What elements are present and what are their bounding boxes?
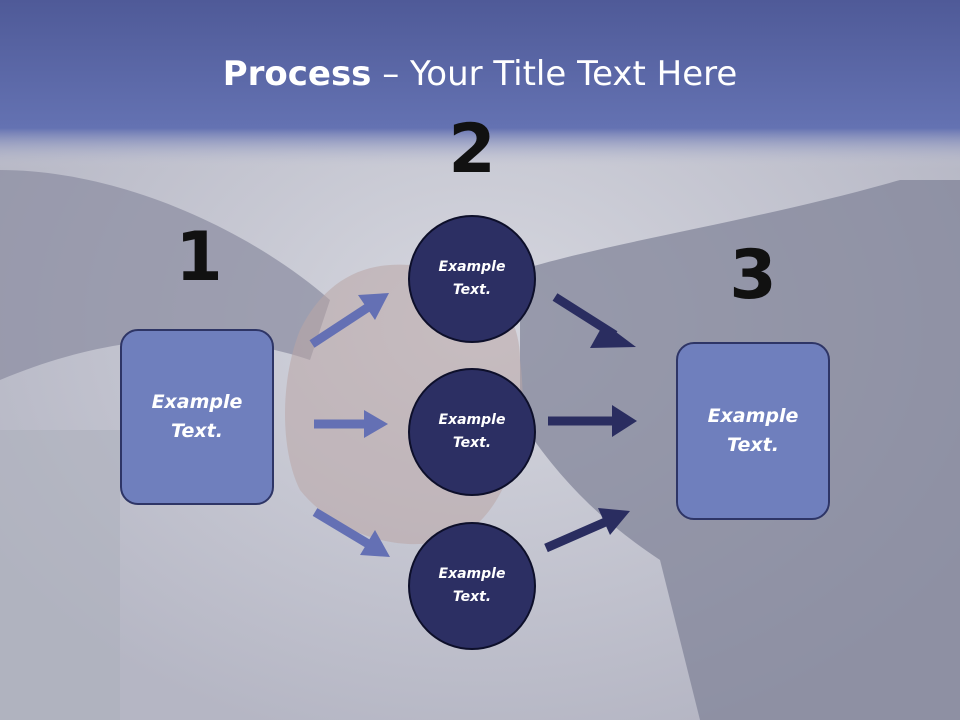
arrow-right-middle (548, 405, 637, 437)
step-number-3: 3 (729, 236, 777, 315)
arrow-left-up (309, 293, 389, 348)
arrow-right-down (552, 293, 636, 348)
arrow-right-up (544, 508, 630, 553)
title-rest: – Your Title Text Here (371, 54, 738, 94)
arrow-left-down (312, 508, 390, 557)
step-number-2: 2 (448, 110, 496, 189)
left-box-label: Example Text. (151, 391, 243, 442)
circle-top[interactable]: Example Text. (408, 215, 536, 343)
page-title: Process – Your Title Text Here (0, 52, 960, 96)
right-box-label: Example Text. (707, 405, 799, 456)
circle-bottom[interactable]: Example Text. (408, 522, 536, 650)
circle-middle-label: Example Text. (438, 412, 506, 451)
step-number-1: 1 (175, 218, 223, 297)
right-text-box[interactable]: Example Text. (676, 342, 830, 520)
circle-middle[interactable]: Example Text. (408, 368, 536, 496)
arrow-left-middle (314, 410, 388, 438)
circle-top-label: Example Text. (438, 259, 506, 298)
left-text-box[interactable]: Example Text. (120, 329, 274, 505)
title-bold: Process (222, 54, 372, 94)
circle-bottom-label: Example Text. (438, 566, 506, 605)
